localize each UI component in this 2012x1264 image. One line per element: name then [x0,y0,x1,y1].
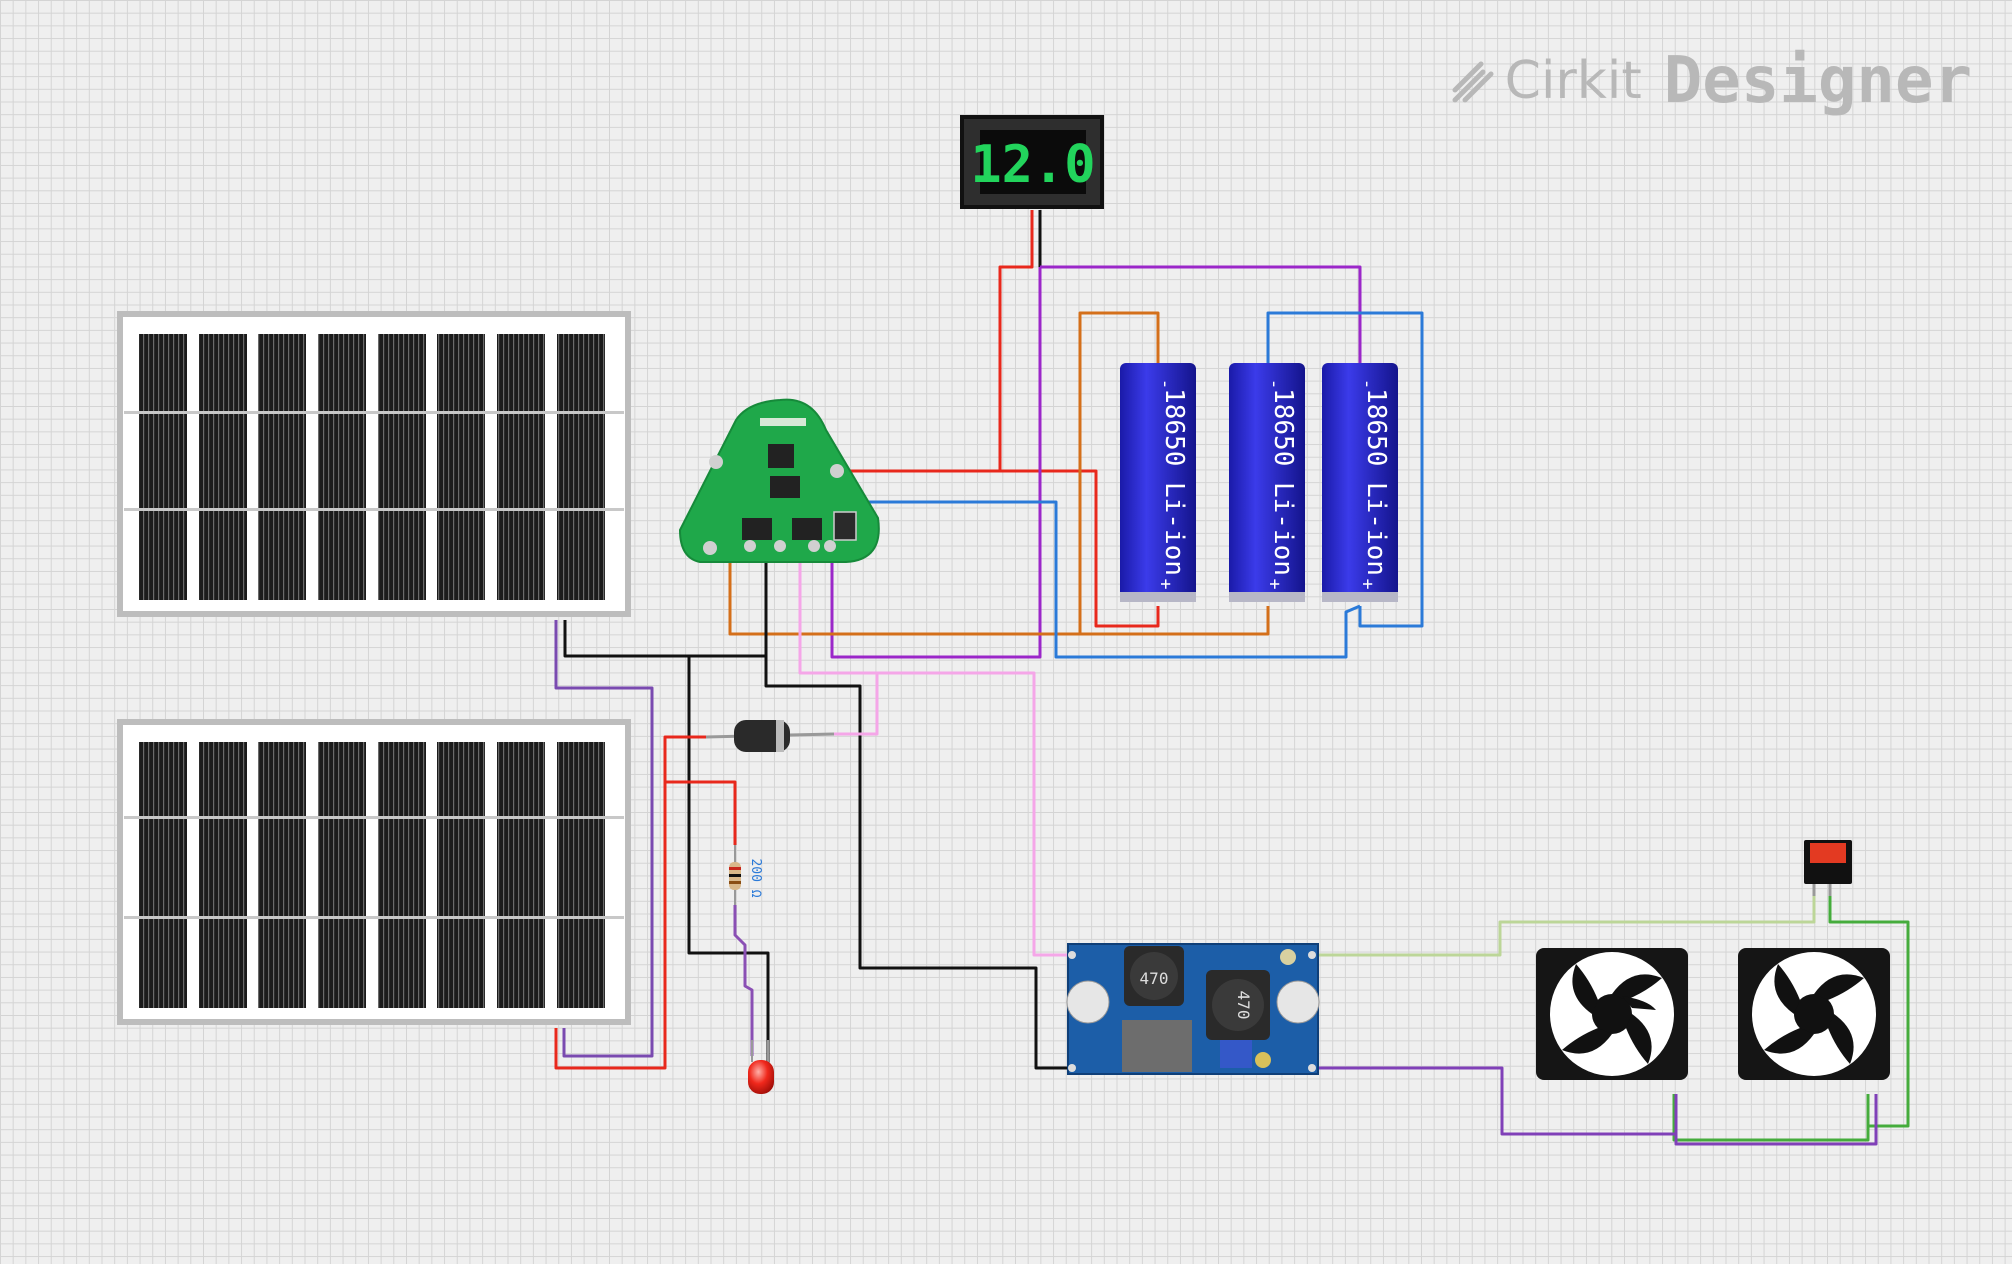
diode[interactable] [705,720,835,752]
battery-1[interactable]: 18650 Li-ion - + [1120,363,1196,602]
inductor2-label: 470 [1234,991,1253,1020]
brand-name-designer: Designer [1663,44,1972,118]
wire-purple-panels [554,620,654,1058]
battery-3[interactable]: 18650 Li-ion - + [1322,363,1398,602]
buck-converter[interactable]: 470 470 [1066,943,1320,1075]
wire-red-bms-voltmeter [848,210,1034,473]
rocker-switch[interactable] [1804,840,1852,896]
battery-2-plus: + [1264,579,1285,590]
voltmeter[interactable]: 12.0 [960,115,1104,209]
inductor1-label: 470 [1140,969,1169,988]
battery-1-plus: + [1155,579,1176,590]
bms-board[interactable] [678,398,880,563]
battery-3-minus: - [1357,379,1378,390]
battery-3-label: 18650 Li-ion [1361,388,1391,576]
wire-purple-resistor-led [733,905,754,1056]
solar-panel-2[interactable] [117,719,631,1025]
wire-red-panel2-diode [554,735,706,1070]
wire-lightgreen-converter-switch [1310,886,1816,957]
wire-pink-diode-bms [798,557,879,736]
battery-3-plus: + [1357,579,1378,590]
led[interactable] [748,1040,774,1094]
wire-black-bms-converter [764,556,1074,1070]
wire-red-diode-resistor [663,737,737,845]
wire-green-switch-fans [1828,886,1910,1128]
wire-green-fans [1672,1094,1870,1142]
wires [554,210,1910,1146]
solar-panel-1[interactable] [117,311,631,617]
pen-nib-icon [1452,61,1494,103]
wire-violet-fan2 [1674,1094,1878,1146]
voltmeter-display: 12.0 [970,135,1095,195]
resistor[interactable]: 200 Ω [729,845,763,905]
battery-1-minus: - [1155,379,1176,390]
wire-pink-bms-converter [800,671,1074,957]
brand-name-cirkit: Cirkit [1504,51,1642,111]
cirkit-designer-logo: Cirkit Designer [1451,44,1972,118]
battery-1-label: 18650 Li-ion [1159,388,1189,576]
wire-purple-voltmeter-bms [830,267,1042,659]
wire-orange-battery1 [728,311,1160,636]
fan-1[interactable] [1536,948,1688,1080]
wire-red-bms-battery [848,469,1160,628]
battery-2-minus: - [1264,379,1285,390]
wire-black-panel-led [687,656,770,1064]
wire-orange-battery2 [1080,606,1270,636]
battery-2-label: 18650 Li-ion [1268,388,1298,576]
resistor-label: 200 Ω [748,858,763,897]
battery-2[interactable]: 18650 Li-ion - + [1229,363,1305,602]
wire-blue-battery2-battery3 [1266,311,1424,628]
wire-purple-voltmeter-battery3 [1040,265,1362,363]
fan-2[interactable] [1738,948,1890,1080]
wire-violet-converter-fans [1310,1066,1678,1136]
